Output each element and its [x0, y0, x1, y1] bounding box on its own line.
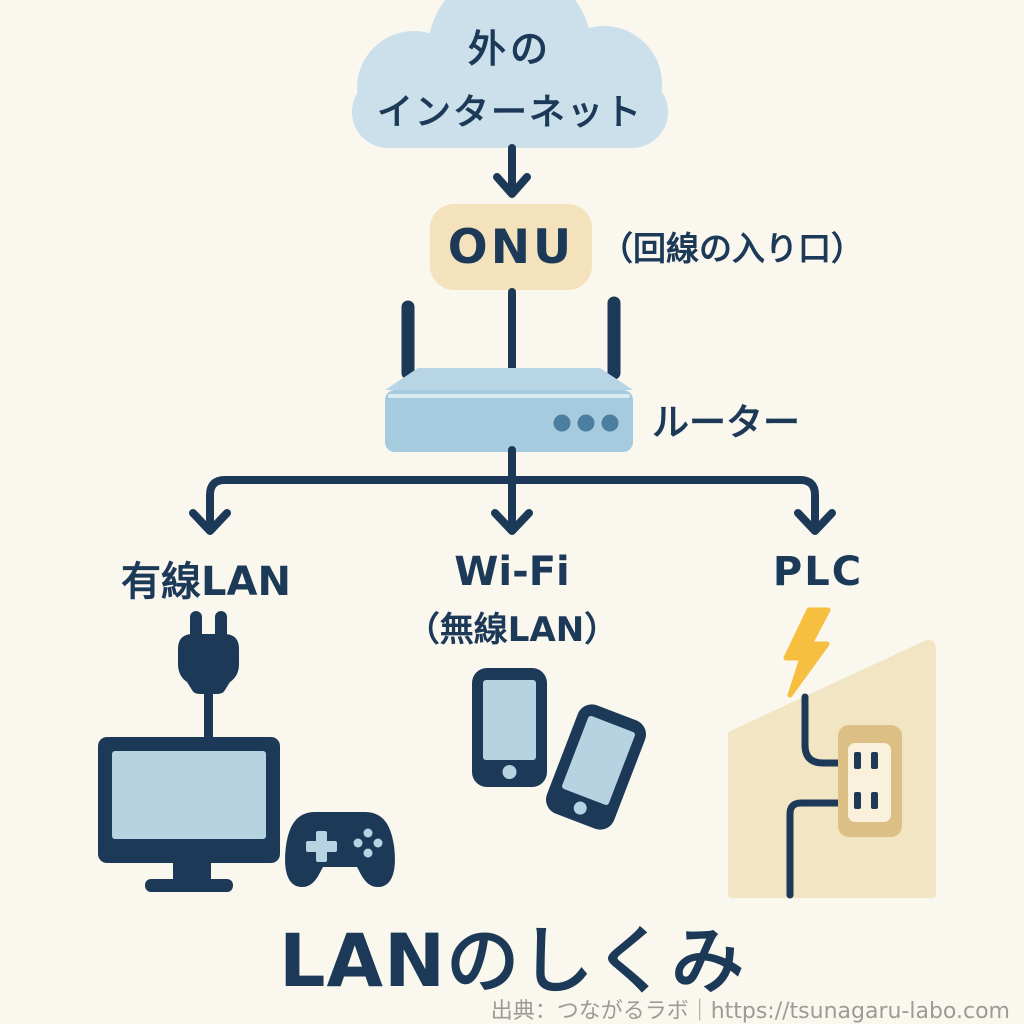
wifi-sublabel: （無線LAN）	[405, 610, 619, 650]
monitor-icon	[98, 737, 280, 892]
house-outlet-lightning-icon	[728, 607, 936, 899]
router-front-face	[385, 390, 633, 452]
gamepad-icon	[285, 812, 395, 888]
cloud-label-line2: インターネット	[376, 92, 643, 133]
cloud-label-line1: 外の	[467, 27, 552, 71]
router-antennas	[401, 296, 621, 380]
onu-label: ONU	[447, 219, 575, 275]
wifi-label: Wi-Fi	[454, 549, 570, 595]
wall-outlet-icon	[838, 725, 902, 837]
router-label: ルーター	[652, 401, 800, 444]
house-wall	[728, 639, 936, 898]
branch-arrow-center	[491, 446, 533, 535]
router-leds	[553, 414, 619, 432]
lightning-icon	[783, 607, 831, 698]
wired-lan-label: 有線LAN	[121, 559, 291, 605]
branch-arrow-left	[189, 476, 516, 535]
onu-note: （回線の入り口）	[600, 229, 864, 268]
onu-box: ONU	[430, 204, 592, 290]
branch-arrow-right	[508, 476, 836, 535]
power-plug-icon	[178, 611, 239, 740]
power-line-wires	[786, 693, 843, 899]
page-title: LANのしくみ	[278, 919, 746, 1004]
smartphone-upright	[472, 668, 547, 787]
router-top-face	[385, 368, 633, 390]
plug-monitor-gamepad-icon	[98, 611, 395, 892]
arrow-cloud-to-onu	[493, 144, 531, 198]
attribution: 出典：つながるラボ｜https://tsunagaru-labo.com	[490, 999, 1010, 1024]
plc-label: PLC	[772, 549, 864, 595]
wifi-router-icon	[385, 296, 633, 452]
smartphones-icon	[472, 668, 647, 830]
branch-arrows	[189, 446, 836, 535]
smartphone-tilted	[545, 704, 647, 830]
internet-cloud-icon	[352, 0, 668, 148]
connector-onu-to-router	[508, 288, 516, 374]
cloud-label: 外の インターネット	[340, 18, 680, 135]
